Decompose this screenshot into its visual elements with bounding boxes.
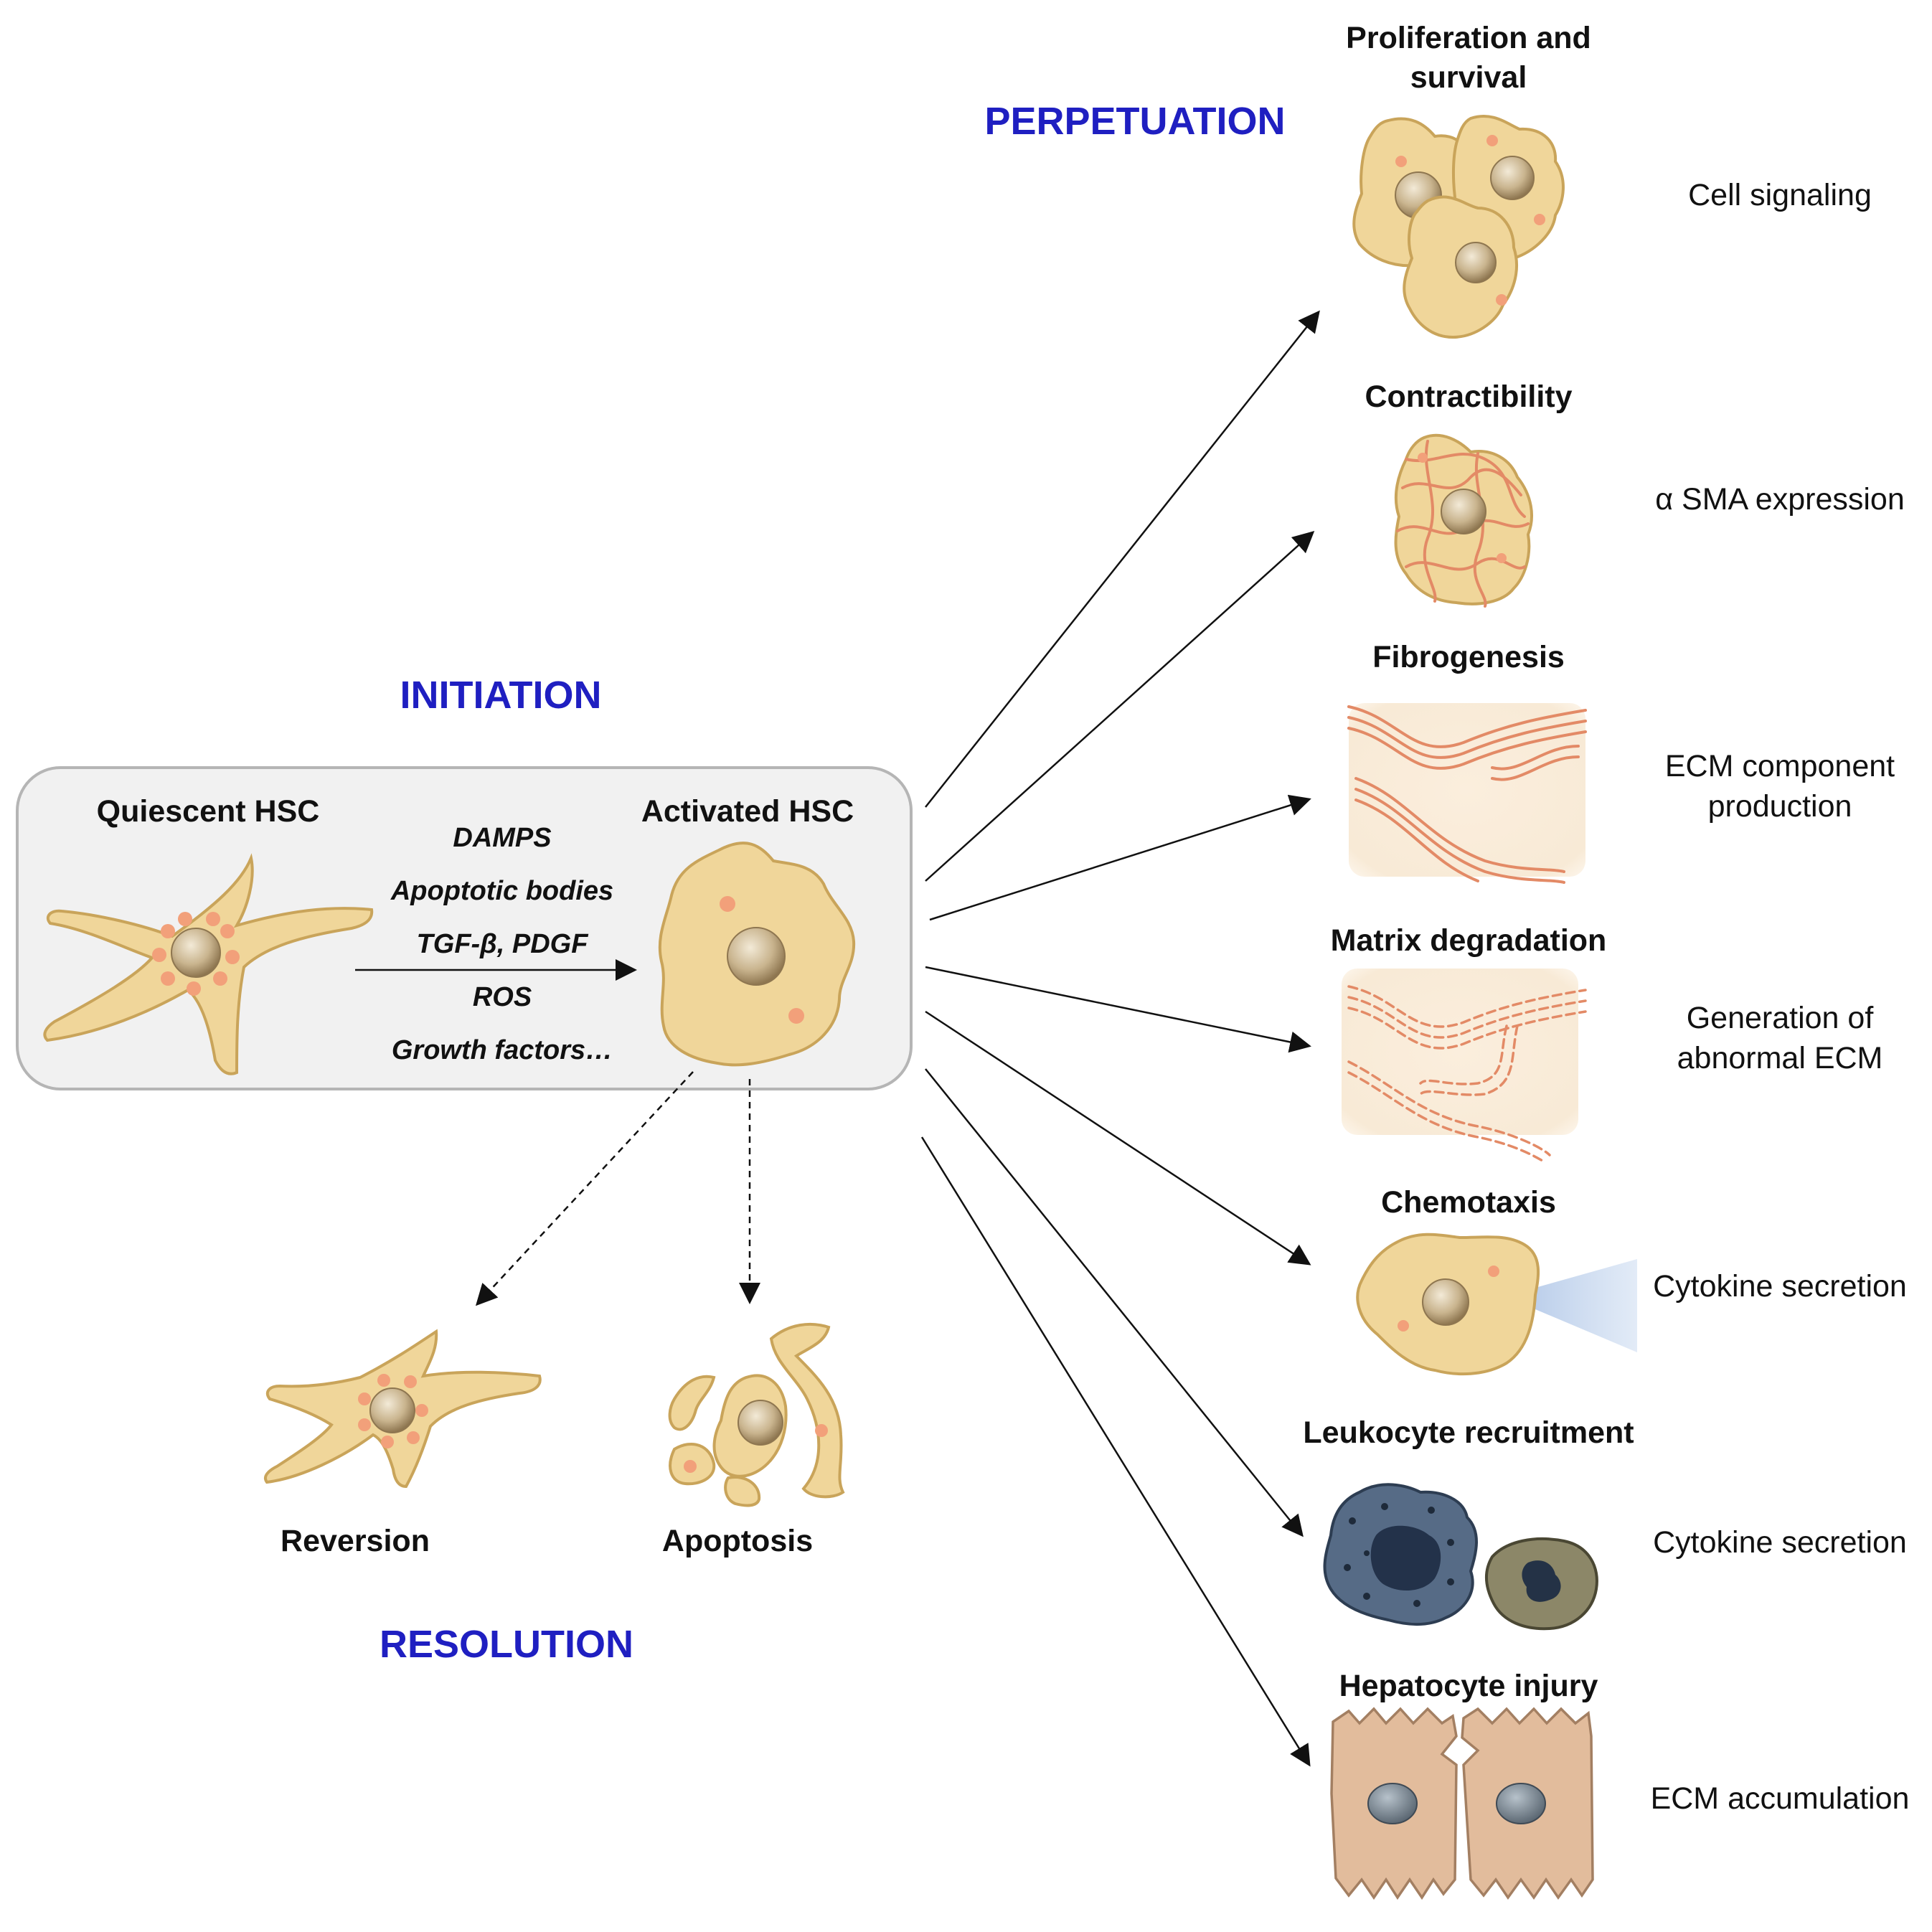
reversion-label: Reversion [281,1524,430,1558]
outcome-description: ECM accumulation [1651,1781,1910,1816]
reversion-arrow [475,1071,694,1306]
hepatocyte-nucleus [1367,1783,1418,1824]
stimuli-list: DAMPS Apoptotic bodies TGF-β, PDGF ROS G… [390,823,613,1065]
outcome-description: production [1708,789,1852,824]
perpetuation-label: PERPETUATION [984,100,1285,143]
activated-hsc-label: Activated HSC [641,794,854,829]
cytokine-gradient [1535,1259,1637,1352]
outcome-description: Cytokine secretion [1653,1525,1907,1560]
outcome-description: Generation of [1687,1001,1875,1035]
outcome-description: Cytokine secretion [1653,1269,1907,1304]
contractile-cell [1394,433,1533,608]
hepatocyte-nucleus [1496,1783,1546,1824]
ecm-background [1342,969,1578,1135]
outcome-title: Matrix degradation [1331,923,1607,958]
arrow-to-proliferation [925,310,1320,808]
activated-hsc-cell [658,842,856,1067]
quiescent-hsc-cell [43,853,374,1075]
ecm-background [1349,703,1585,877]
stimulus-item: Apoptotic bodies [390,876,613,906]
apoptosis-label: Apoptosis [662,1524,813,1558]
apoptotic-cell [668,1322,845,1507]
hepatocytes [1330,1707,1594,1900]
leukocyte-nucleus [1370,1525,1441,1591]
outcome-description: abnormal ECM [1677,1041,1883,1075]
outcome-title: Hepatocyte injury [1339,1669,1598,1703]
quiescent-hsc-label: Quiescent HSC [97,794,320,829]
stimulus-item: DAMPS [453,823,551,853]
outcome-title: survival [1410,60,1527,95]
outcome-description: ECM component [1665,749,1895,783]
outcome-title: Fibrogenesis [1372,640,1565,674]
leukocyte-nucleus [1522,1560,1561,1602]
outcome-description: α SMA expression [1655,482,1905,517]
stimulus-item: TGF-β, PDGF [417,929,590,959]
outcome-title: Leukocyte recruitment [1303,1415,1634,1450]
perpetuation-arrows [920,310,1320,1767]
arrow-to-fibrogenesis [929,794,1311,921]
outcome-title: Chemotaxis [1381,1185,1556,1220]
reverted-hsc-cell [263,1329,542,1489]
arrow-to-contractibility [925,530,1315,882]
arrow-to-chemotaxis [925,1010,1311,1266]
arrow-to-leukocyte-recruitment [925,1068,1304,1537]
fibrogenesis-ecm [1347,703,1587,884]
stimulus-item: Growth factors… [392,1035,613,1065]
proliferating-cells [1352,114,1565,339]
stimulus-item: ROS [473,982,532,1012]
initiation-label: INITIATION [400,674,602,717]
outcome-description: Cell signaling [1688,178,1872,212]
leukocytes [1323,1483,1598,1631]
arrow-to-matrix-degradation [925,966,1311,1053]
resolution-label: RESOLUTION [380,1623,633,1666]
arrow-to-hepatocyte-injury [920,1136,1311,1767]
outcome-title: Contractibility [1365,380,1572,414]
chemotactic-cell [1356,1233,1637,1376]
degraded-ecm [1342,969,1587,1162]
outcome-title: Proliferation and [1346,21,1591,55]
